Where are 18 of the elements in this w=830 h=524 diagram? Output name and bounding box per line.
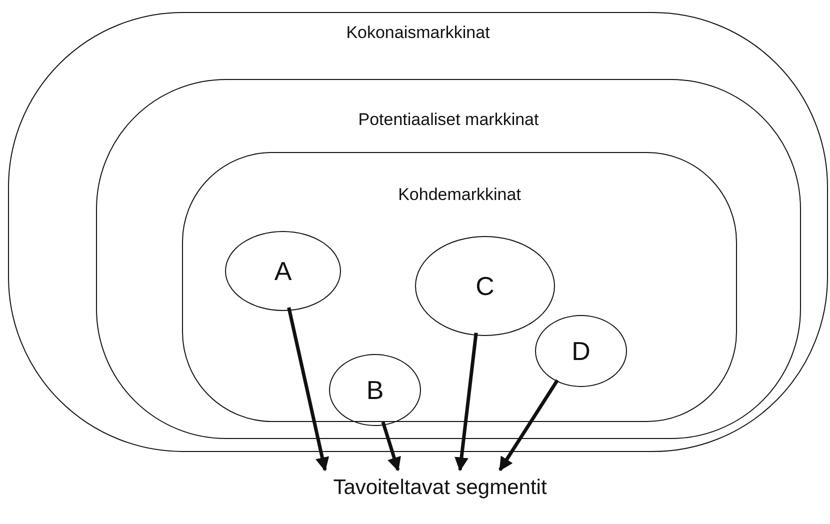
arrow — [381, 421, 401, 472]
target-label: Tavoiteltavat segmentit — [300, 468, 580, 508]
market-area — [96, 79, 801, 439]
arrow — [287, 307, 330, 472]
area-title: Potentiaaliset markkinat — [358, 110, 539, 130]
segment-ellipse — [415, 236, 555, 336]
segment-ellipse — [535, 315, 627, 387]
segment-ellipse — [225, 231, 341, 311]
arrow — [498, 379, 559, 472]
segment-ellipse — [329, 354, 421, 426]
market-area — [8, 12, 828, 452]
area-title: Kokonaismarkkinat — [346, 23, 490, 43]
segment-letter: B — [366, 374, 384, 406]
area-title: Kohdemarkkinat — [398, 185, 521, 205]
segment-letter: A — [274, 256, 292, 286]
segment-letter: D — [572, 336, 590, 366]
segment-letter: C — [476, 270, 494, 302]
arrow — [454, 332, 478, 472]
